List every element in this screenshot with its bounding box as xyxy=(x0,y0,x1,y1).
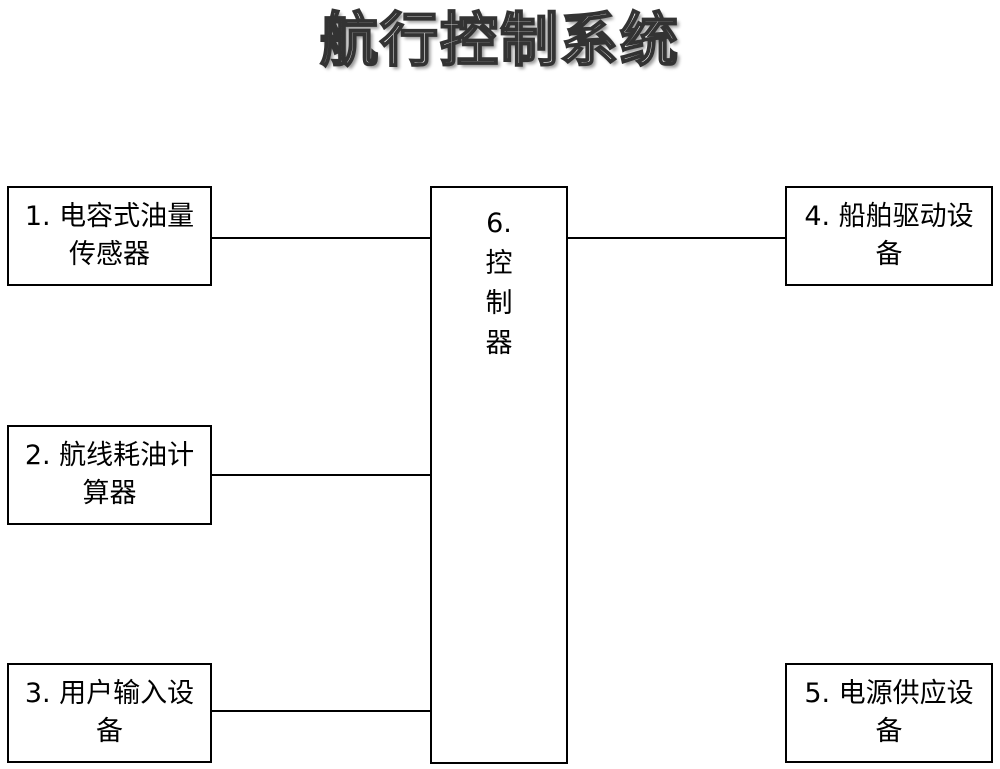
node-user-input: 3. 用户输入设备 xyxy=(7,663,212,763)
node-fuel-calculator: 2. 航线耗油计算器 xyxy=(7,425,212,525)
node-power-supply: 5. 电源供应设备 xyxy=(785,663,993,763)
node-power-supply-label: 5. 电源供应设备 xyxy=(804,678,974,747)
node-fuel-sensor-label: 1. 电容式油量传感器 xyxy=(24,201,195,270)
node-controller: 6. 控制器 xyxy=(430,186,568,764)
node-fuel-calculator-label: 2. 航线耗油计算器 xyxy=(24,440,195,509)
node-ship-drive: 4. 船舶驱动设备 xyxy=(785,186,993,286)
node-ship-drive-label: 4. 船舶驱动设备 xyxy=(804,201,974,270)
diagram-title: 航行控制系统 xyxy=(319,5,680,75)
node-user-input-label: 3. 用户输入设备 xyxy=(24,678,195,747)
node-controller-label: 6. 控制器 xyxy=(485,208,513,359)
node-fuel-sensor: 1. 电容式油量传感器 xyxy=(7,186,212,286)
